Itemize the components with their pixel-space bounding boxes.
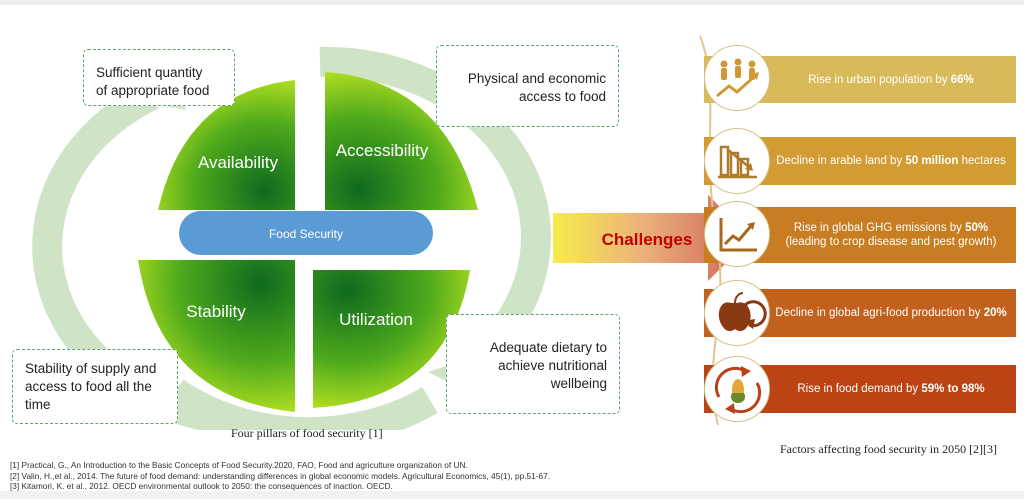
arable-land-icon (704, 128, 770, 194)
pillar-accessibility (325, 72, 478, 210)
challenges-arrow: Challenges (553, 195, 751, 281)
reference-item: [2] Valin, H.,et al., 2014. The future o… (10, 470, 551, 481)
top-divider (0, 0, 1024, 5)
factor-text: Rise in food demand by (797, 383, 922, 395)
note-line: wellbeing (550, 376, 607, 391)
factor-value: 66% (950, 73, 974, 86)
note-line: access to food all the (25, 379, 152, 394)
note-line: Adequate dietary to (489, 340, 607, 355)
note-line: time (25, 397, 51, 412)
note-utilization: Adequate dietary to achieve nutritional … (446, 314, 620, 414)
note-line: achieve nutritional (498, 358, 607, 373)
factor-text: Rise in urban population by (808, 73, 951, 86)
note-line: access to food (518, 89, 606, 104)
label-accessibility: Accessibility (336, 141, 429, 160)
label-availability: Availability (198, 153, 279, 172)
note-line: Stability of supply and (25, 361, 157, 376)
emissions-chart-icon (704, 201, 770, 267)
caption-four-pillars: Four pillars of food security [1] (231, 426, 383, 440)
factor-tail: (leading to crop disease and pest growth… (785, 236, 997, 248)
references: [1] Practical, G., An Introduction to th… (10, 460, 550, 492)
factor-value: 50% (965, 222, 989, 234)
factor-text: Decline in global agri-food production b… (775, 307, 984, 319)
pillar-availability (158, 80, 295, 210)
corn-demand-icon (704, 356, 770, 422)
note-line: Physical and economic (467, 71, 606, 86)
bottom-divider (0, 491, 1024, 499)
factor-value: 50 million (905, 155, 959, 167)
food-security-pill (179, 211, 433, 255)
note-line: Sufficient quantity (96, 65, 203, 80)
factor-tail: hectares (958, 155, 1006, 167)
note-line: of appropriate food (96, 83, 210, 98)
challenges-label: Challenges (602, 230, 693, 249)
reference-item: [1] Practical, G., An Introduction to th… (10, 460, 468, 470)
cycle-arrow-bottom (166, 379, 438, 430)
label-food-security: Food Security (269, 227, 343, 241)
pillar-stability (138, 260, 295, 412)
urban-population-icon (704, 45, 770, 111)
note-stability: Stability of supply and access to food a… (12, 349, 178, 424)
note-accessibility: Physical and economic access to food (436, 45, 619, 127)
caption-factors: Factors affecting food security in 2050 … (780, 442, 998, 456)
factor-value: 59% to 98% (921, 383, 985, 395)
note-availability: Sufficient quantity of appropriate food (83, 49, 235, 106)
apple-decline-icon (704, 280, 770, 346)
label-stability: Stability (186, 302, 246, 321)
factor-text: Decline in arable land by (776, 155, 906, 167)
reference-item: [3] Kitamori, K. et al., 2012. OECD envi… (10, 481, 393, 491)
label-utilization: Utilization (339, 310, 413, 329)
pillar-utilization (313, 270, 470, 408)
factor-value: 20% (983, 307, 1007, 319)
factor-text: Rise in global GHG emissions by (793, 222, 966, 234)
